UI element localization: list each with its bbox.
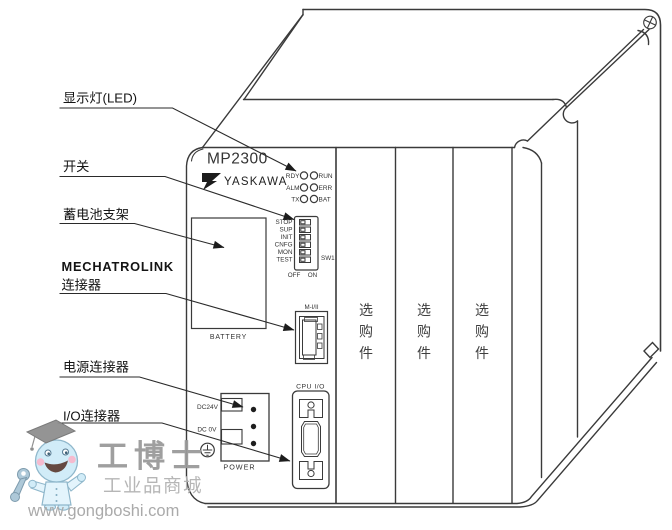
- mascot-mouth: [44, 460, 68, 473]
- leader-battery: [59, 222, 225, 249]
- mascot-left-hand: [28, 479, 37, 489]
- callout-led-label: 显示灯(LED): [63, 91, 137, 106]
- svg-text:件: 件: [417, 345, 431, 361]
- dip-switch-labels: STOP SUP INIT CNFG MON TEST SW1 OFF ON: [275, 219, 335, 279]
- watermark: 工博士 工业品商城 www.gongboshi.com: [10, 419, 208, 520]
- dip-off-label: OFF: [288, 272, 301, 279]
- callouts: 显示灯(LED) 开关 蓄电池支架 MECHATROLINK 连接器 电源连接器…: [57, 91, 297, 462]
- svg-text:购: 购: [359, 324, 373, 340]
- mascot-right-hand: [77, 473, 86, 482]
- chamfer-bump-lower: [513, 139, 529, 149]
- chamfer-bar-upper: [565, 28, 650, 109]
- dip-label-sup: SUP: [280, 227, 293, 234]
- dc24v-label: DC24V: [197, 404, 219, 411]
- leader-switch: [59, 175, 295, 221]
- ground-symbol-icon: [200, 442, 215, 458]
- svg-text:选: 选: [417, 302, 431, 318]
- front-left-edge: [185, 146, 206, 505]
- dip-label-cnfg: CNFG: [275, 242, 293, 249]
- mascot-right-cheek: [68, 455, 76, 464]
- led-label-bat: BAT: [319, 197, 331, 204]
- led-label-err: ERR: [319, 185, 333, 192]
- wrench-icon: [10, 468, 30, 502]
- module-detail-line-art: [190, 171, 330, 490]
- svg-text:购: 购: [475, 324, 489, 340]
- mechatrolink-port-label: M-I/II: [304, 304, 318, 311]
- callout-io-label: I/O连接器: [63, 408, 120, 424]
- svg-text:件: 件: [475, 345, 489, 361]
- option-slot-labels: 选 购 件 选 购 件 选 购 件: [359, 302, 489, 361]
- svg-text:选: 选: [475, 302, 489, 318]
- callout-battery-label: 蓄电池支架: [63, 207, 129, 222]
- corner-curl: [637, 29, 650, 46]
- chamfer-bump-upper: [552, 98, 568, 109]
- bottom-edge-lower: [207, 361, 658, 508]
- svg-text:购: 购: [417, 324, 431, 340]
- dip-label-init: INIT: [281, 234, 293, 241]
- option-slot-2-label: 选 购 件: [417, 302, 431, 361]
- cpu-io-label: CPU I/O: [296, 384, 325, 391]
- option-slot-3-label: 选 购 件: [475, 302, 489, 361]
- watermark-brand-text: 工博士: [97, 439, 208, 474]
- dc0v-label: DC 0V: [197, 427, 217, 434]
- dip-label-stop: STOP: [275, 219, 292, 226]
- led-label-rdy: RDY: [286, 173, 300, 180]
- chamfer-bar-lower: [526, 28, 645, 142]
- mascot-button: [55, 500, 58, 502]
- power-label: POWER: [223, 463, 255, 472]
- dip-on-label: ON: [308, 272, 318, 279]
- leader-led: [59, 107, 297, 172]
- mascot-left-cheek: [36, 458, 45, 466]
- battery-label: BATTERY: [210, 334, 247, 341]
- battery-compartment: [190, 217, 267, 330]
- option-slot-1-label: 选 购 件: [359, 302, 373, 361]
- mascot-button: [55, 494, 58, 496]
- led-labels: RDY ALM TX RUN ERR BAT: [286, 173, 333, 204]
- watermark-tagline-text: 工业品商城: [103, 475, 203, 496]
- back-plate-edge: [302, 8, 662, 352]
- callout-mechatrolink-label-line1: MECHATROLINK: [62, 259, 174, 274]
- side-face-top-bump: [522, 146, 543, 164]
- svg-text:件: 件: [359, 345, 373, 361]
- leader-mechatrolink: [59, 292, 295, 331]
- leader-io: [57, 422, 291, 462]
- watermark-url-text: www.gongboshi.com: [27, 502, 179, 520]
- dip-label-test: TEST: [276, 257, 292, 264]
- product-model-label: MP2300: [207, 151, 268, 168]
- dip-label-mon: MON: [278, 249, 293, 256]
- cpu-io-connector: [291, 390, 330, 490]
- mascot-logo: [10, 419, 86, 511]
- bottom-edge-upper: [204, 356, 653, 505]
- brand-logo-text: YASKAWA: [224, 176, 288, 188]
- led-indicators: [299, 171, 319, 204]
- power-connector: [220, 392, 270, 462]
- led-label-tx: TX: [291, 197, 300, 204]
- yaskawa-bolt-icon: [202, 173, 221, 190]
- enclosure-line-art: [185, 8, 662, 508]
- callout-leader-lines: [57, 107, 297, 462]
- mascot-tassel-end: [30, 447, 34, 451]
- dip-switch-name: SW1: [321, 255, 335, 262]
- leader-power: [59, 376, 244, 408]
- callout-mechatrolink-label-line2: 连接器: [62, 277, 102, 293]
- corner-screw-icon: [643, 15, 657, 30]
- bottom-bar-fold-tip: [643, 341, 660, 359]
- dip-switch-block: [293, 215, 319, 271]
- top-face-left-edge: [201, 13, 304, 149]
- mechatrolink-connector: [294, 310, 329, 365]
- svg-text:选: 选: [359, 302, 373, 318]
- callout-power-label: 电源连接器: [63, 359, 129, 375]
- callout-switch-label: 开关: [63, 159, 89, 174]
- mascot-button: [55, 488, 58, 490]
- chamfer-cap-upper: [562, 106, 579, 124]
- mascot-right-pupil: [64, 451, 68, 455]
- led-label-run: RUN: [319, 173, 333, 180]
- mascot-left-pupil: [47, 452, 50, 456]
- top-face-left-inner-edge: [243, 14, 304, 101]
- front-corner-curl: [190, 148, 204, 162]
- led-label-alm: ALM: [286, 185, 299, 192]
- mascot-graduation-cap: [25, 419, 77, 444]
